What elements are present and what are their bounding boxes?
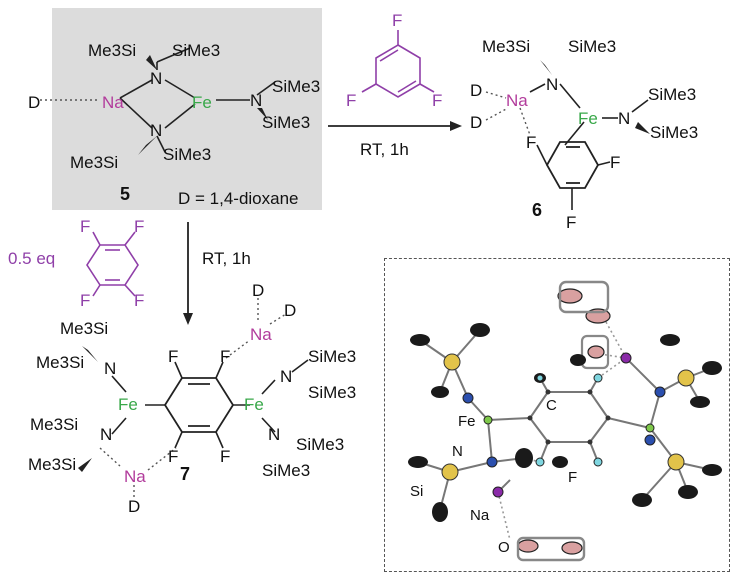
c7-d-top-2: D xyxy=(284,301,296,320)
compound-7: Me3Si Me3Si Me3Si Me3Si N N Fe Fe F F F … xyxy=(28,281,356,516)
dioxane-definition: D = 1,4-dioxane xyxy=(178,189,299,208)
conditions-down: RT, 1h xyxy=(202,249,251,268)
c6-tms-top-right: SiMe3 xyxy=(568,37,616,56)
c5-dioxane-d: D xyxy=(28,93,40,112)
c6-n-right: N xyxy=(618,109,630,128)
c5-tms-right-2: SiMe3 xyxy=(262,113,310,132)
reagent-trifluorobenzene: F F F xyxy=(346,11,442,110)
c7-tms-f: SiMe3 xyxy=(308,383,356,402)
conditions-top: RT, 1h xyxy=(360,140,409,159)
compound-5-number: 5 xyxy=(120,184,130,204)
xtal-label-o: O xyxy=(498,539,510,556)
c6-f-ortho-right: F xyxy=(610,153,620,172)
compound-5-highlight xyxy=(52,8,322,210)
c7-na-top: Na xyxy=(250,325,272,344)
reagent-amount: 0.5 eq xyxy=(8,249,55,268)
c7-fe-right: Fe xyxy=(244,395,264,414)
reagent2-f-tr: F xyxy=(134,217,144,236)
c7-tms-d: Me3Si xyxy=(28,455,76,474)
c7-d-top-1: D xyxy=(252,281,264,300)
xtal-label-si: Si xyxy=(410,483,423,500)
c6-tms-right-1: SiMe3 xyxy=(648,85,696,104)
c6-f-ortho-left: F xyxy=(526,133,536,152)
arrow-to-6: RT, 1h xyxy=(328,121,462,159)
c7-f-br: F xyxy=(220,447,230,466)
c5-tms-top-left: Me3Si xyxy=(88,41,136,60)
c7-tms-a: Me3Si xyxy=(60,319,108,338)
c6-tms-top-left: Me3Si xyxy=(482,37,530,56)
c6-tms-right-2: SiMe3 xyxy=(650,123,698,142)
c6-d-top: D xyxy=(470,81,482,100)
compound-7-number: 7 xyxy=(180,464,190,484)
reagent2-f-bl: F xyxy=(80,291,90,310)
c6-d-bottom: D xyxy=(470,113,482,132)
c6-f-para: F xyxy=(566,213,576,232)
c7-f-bl: F xyxy=(168,447,178,466)
c7-f-tl: F xyxy=(168,347,178,366)
xtal-label-na: Na xyxy=(470,507,490,524)
c5-tms-bottom-right: SiMe3 xyxy=(163,145,211,164)
c7-n-top-right: N xyxy=(280,367,292,386)
c5-tms-top-right: SiMe3 xyxy=(172,41,220,60)
reagent-f-left: F xyxy=(346,91,356,110)
c5-n-bottom: N xyxy=(150,121,162,140)
crystal-structure: Fe N C F Si Na O xyxy=(408,280,722,562)
compound-6: Me3Si SiMe3 N D D Na Fe N SiMe3 SiMe3 F … xyxy=(470,37,698,232)
arrow-to-7: RT, 1h xyxy=(183,222,251,325)
xtal-label-f: F xyxy=(568,469,577,486)
c7-tms-c: Me3Si xyxy=(30,415,78,434)
c5-tms-right-1: SiMe3 xyxy=(272,77,320,96)
c7-f-tr: F xyxy=(220,347,230,366)
c6-na: Na xyxy=(506,91,528,110)
c6-n-top: N xyxy=(546,75,558,94)
c5-n-right: N xyxy=(250,91,262,110)
c5-na: Na xyxy=(102,93,124,112)
c5-fe: Fe xyxy=(192,93,212,112)
c7-na-bottom: Na xyxy=(124,467,146,486)
c7-fe-left: Fe xyxy=(118,395,138,414)
reagent-tetrafluorobenzene: 0.5 eq F F F F xyxy=(8,217,144,310)
reagent2-f-br: F xyxy=(134,291,144,310)
c7-n-bottom-right: N xyxy=(268,425,280,444)
reagent-f-right: F xyxy=(432,91,442,110)
c7-tms-b: Me3Si xyxy=(36,353,84,372)
compound-5: Me3Si SiMe3 N N D Na Fe N SiMe3 SiMe3 Me… xyxy=(28,41,320,208)
c7-tms-g: SiMe3 xyxy=(296,435,344,454)
reagent-f-top: F xyxy=(392,11,402,30)
c6-fe: Fe xyxy=(578,109,598,128)
c7-d-bottom: D xyxy=(128,497,140,516)
c5-n-top: N xyxy=(150,69,162,88)
c7-n-top-left: N xyxy=(104,359,116,378)
c7-tms-h: SiMe3 xyxy=(262,461,310,480)
c7-n-bottom-left: N xyxy=(100,425,112,444)
c5-tms-bottom-left: Me3Si xyxy=(70,153,118,172)
compound-6-number: 6 xyxy=(532,200,542,220)
xtal-label-n: N xyxy=(452,443,463,460)
xtal-label-fe: Fe xyxy=(458,413,476,430)
c7-tms-e: SiMe3 xyxy=(308,347,356,366)
xtal-label-c: C xyxy=(546,397,557,414)
crystal-structure-panel xyxy=(384,258,730,572)
reagent2-f-tl: F xyxy=(80,217,90,236)
